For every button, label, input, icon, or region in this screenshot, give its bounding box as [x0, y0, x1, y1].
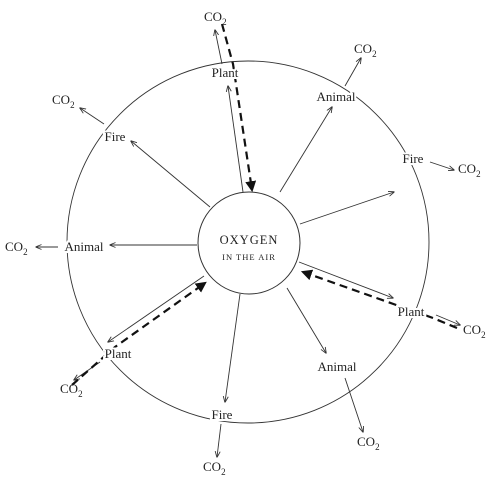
co2-label-top: CO2 [204, 9, 227, 27]
node-label-plant-top: Plant [212, 65, 239, 80]
arrow-fire-s-to-co2 [217, 423, 222, 457]
arrow-fire-e-to-co2 [429, 161, 454, 170]
arrow-center-to-fire-nw [131, 141, 211, 208]
dashed-path-top [220, 23, 257, 193]
node-label-animal-w: Animal [65, 239, 104, 254]
co2-label-e: CO2 [458, 161, 481, 179]
dashed-path-se [300, 269, 458, 330]
arrow-center-to-fire-e [299, 192, 394, 225]
node-label-animal-ne: Animal [317, 89, 356, 104]
node-label-fire-s: Fire [212, 407, 233, 422]
co2-label-sw: CO2 [60, 381, 83, 399]
node-label-fire-nw: Fire [105, 129, 126, 144]
arrow-center-to-plant-top [228, 86, 244, 193]
arrow-plant-top-to-co2 [215, 30, 223, 65]
arrow-center-to-animal-ne [279, 107, 332, 193]
arrow-center-to-plant-sw [108, 275, 205, 342]
center-title: OXYGEN [220, 233, 279, 247]
co2-label-se: CO2 [463, 322, 486, 340]
co2-label-s-right: CO2 [357, 434, 380, 452]
center-subtitle: IN THE AIR [222, 252, 276, 262]
co2-label-ne: CO2 [354, 41, 377, 59]
node-to-co2-arrows [36, 30, 460, 457]
arrow-center-to-animal-s [286, 287, 326, 353]
arrow-animal-s-to-co2 [344, 377, 363, 432]
node-label-plant-sw: Plant [105, 346, 132, 361]
node-label-fire-e: Fire [403, 151, 424, 166]
arrow-fire-nw-to-co2 [80, 108, 105, 125]
arrow-plant-se-to-co2 [435, 314, 460, 325]
dashed-path-sw [71, 281, 207, 386]
co2-label-nw: CO2 [52, 92, 75, 110]
node-label-plant-se: Plant [398, 304, 425, 319]
co2-label-s: CO2 [203, 459, 226, 477]
arrow-center-to-plant-se [298, 261, 393, 298]
node-labels: Plant Animal Fire Plant Animal Fire Plan… [63, 63, 427, 424]
arrow-center-to-fire-s [225, 293, 241, 402]
outer-cycle-ring [66, 60, 430, 424]
dashed-plant-return-paths [71, 23, 458, 386]
node-label-animal-s: Animal [318, 359, 357, 374]
arrow-animal-ne-to-co2 [344, 58, 361, 87]
center-to-node-arrows [108, 86, 394, 402]
co2-labels: CO2 CO2 CO2 CO2 CO2 CO2 CO2 CO2 CO2 [5, 9, 486, 477]
co2-label-w: CO2 [5, 239, 28, 257]
